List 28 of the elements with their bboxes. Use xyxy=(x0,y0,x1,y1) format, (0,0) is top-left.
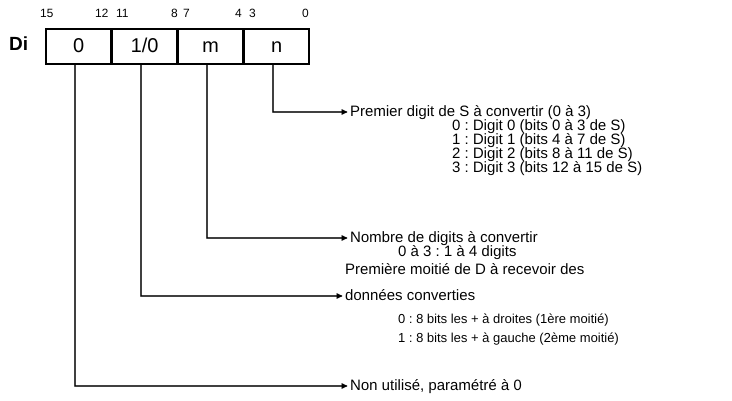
register-name: Di xyxy=(9,34,28,56)
value-description: 3 : Digit 3 (bits 12 à 15 de S) xyxy=(452,161,642,175)
bit-field-cell: 0 xyxy=(45,28,112,65)
bit-number: 3 xyxy=(249,7,256,20)
value-description: 2 : Digit 2 (bits 8 à 11 de S) xyxy=(452,147,633,161)
bit-field-cell: m xyxy=(177,28,244,65)
bit-number: 15 xyxy=(40,7,54,20)
field-description: Nombre de digits à convertir xyxy=(350,231,538,245)
bit-number: 0 xyxy=(302,7,309,20)
leader-arrow xyxy=(140,65,343,299)
value-description: 1 : 8 bits les + à gauche (2ème moitié) xyxy=(398,329,619,347)
field-description: Non utilisé, paramétré à 0 xyxy=(350,379,522,393)
leader-arrow xyxy=(74,65,348,389)
bit-number: 8 xyxy=(171,7,178,20)
field-description: Premier digit de S à convertir (0 à 3) xyxy=(350,105,591,119)
bit-number: 11 xyxy=(116,7,128,20)
leader-arrow xyxy=(206,65,348,241)
leader-arrow xyxy=(272,65,348,115)
value-description: 0 à 3 : 1 à 4 digits xyxy=(398,245,516,259)
value-description: 0 : 8 bits les + à droites (1ère moitié) xyxy=(398,310,609,328)
value-description: 1 : Digit 1 (bits 4 à 7 de S) xyxy=(452,133,626,147)
bit-number: 4 xyxy=(235,7,242,20)
bit-field-cell: n xyxy=(243,28,310,65)
field-description: Première moitié de D à recevoir des données converties xyxy=(345,260,586,306)
bit-number: 12 xyxy=(95,7,108,20)
value-description: 0 : Digit 0 (bits 0 à 3 de S) xyxy=(452,119,626,133)
bit-field-cell: 1/0 xyxy=(111,28,178,65)
bit-number: 7 xyxy=(183,7,190,20)
